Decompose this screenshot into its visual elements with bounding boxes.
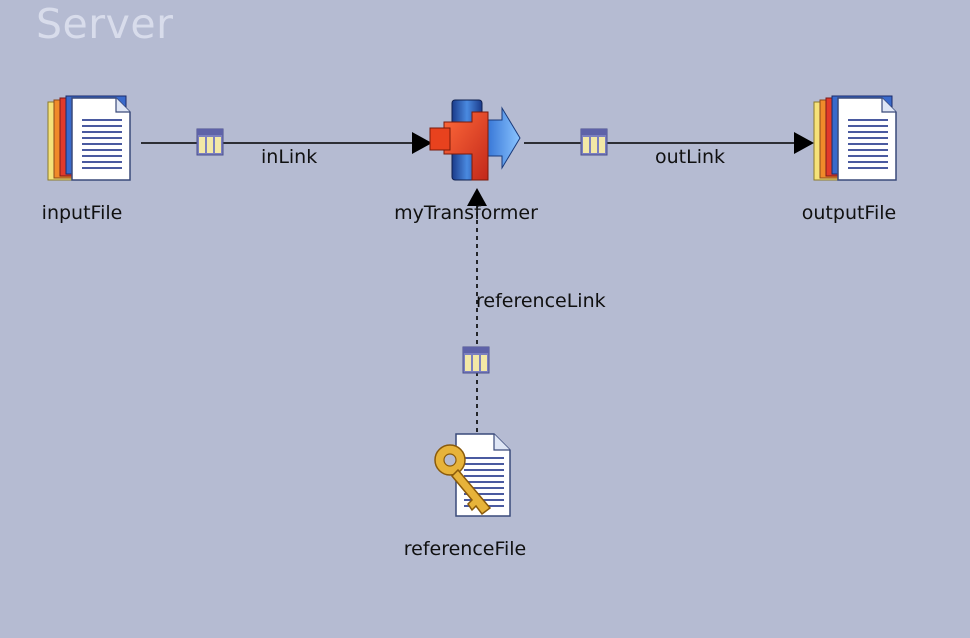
hashed-file-key-icon — [434, 433, 511, 517]
reference-link-arrowhead — [467, 188, 487, 206]
stage-input-file-label: inputFile — [41, 202, 123, 224]
out-link-arrowhead — [794, 132, 814, 154]
canvas-title: Server — [36, 0, 174, 48]
in-link-arrowhead — [412, 132, 432, 154]
stage-output-file-label: outputFile — [801, 202, 897, 224]
in-link-table-icon[interactable] — [196, 128, 224, 156]
out-link-label[interactable]: outLink — [655, 146, 726, 168]
stage-reference-file-label: referenceFile — [403, 538, 527, 560]
reference-link-label[interactable]: referenceLink — [476, 290, 606, 312]
in-link-label[interactable]: inLink — [261, 146, 318, 168]
sequential-file-icon — [47, 95, 131, 181]
stage-transformer[interactable] — [428, 98, 524, 188]
out-link-table-icon[interactable] — [580, 128, 608, 156]
reference-link-table-icon[interactable] — [462, 346, 490, 374]
stage-reference-file[interactable] — [430, 430, 516, 524]
transformer-icon — [429, 99, 521, 181]
stage-output-file[interactable] — [812, 94, 902, 188]
stage-transformer-label: myTransformer — [394, 202, 538, 224]
stage-input-file[interactable] — [46, 94, 136, 188]
sequential-file-icon — [813, 95, 897, 181]
